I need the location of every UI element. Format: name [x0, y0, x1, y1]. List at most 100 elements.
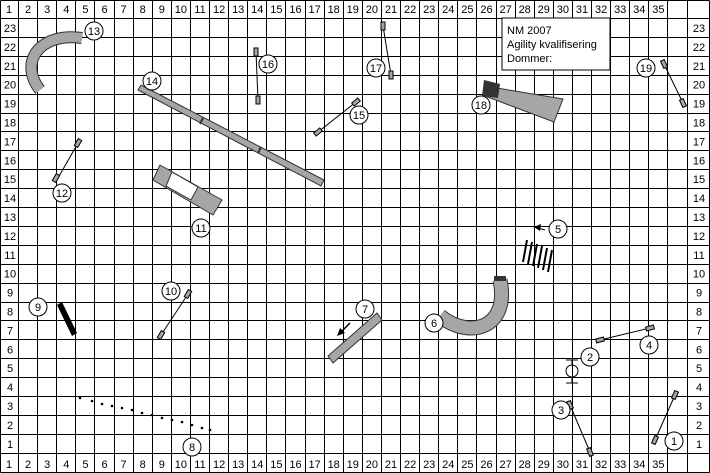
row-label-right: 17 [693, 136, 705, 148]
column-label-bottom: 22 [404, 459, 416, 471]
column-label-bottom: 23 [423, 459, 435, 471]
badge-circle [142, 71, 162, 91]
column-label-bottom: 24 [442, 459, 454, 471]
badge-number: 11 [195, 223, 206, 235]
column-label-bottom: 26 [480, 459, 492, 471]
column-label-top: 19 [347, 4, 359, 16]
column-label-top: 22 [404, 4, 416, 16]
row-label-right: 22 [693, 42, 705, 54]
long-jump-dot [200, 426, 204, 430]
course-info-box: NM 2007 Agility kvalifisering Dommer: [501, 17, 611, 71]
row-label-right: 7 [696, 325, 702, 337]
obstacle-badge-11: 11 [191, 218, 211, 238]
row-label-left: 19 [4, 99, 16, 111]
obstacle-6-tunnel [435, 276, 509, 336]
long-jump-dot [170, 418, 174, 422]
column-label-bottom: 27 [499, 459, 511, 471]
column-label-top: 31 [576, 4, 588, 16]
row-label-right: 3 [696, 401, 702, 413]
column-label-bottom: 32 [595, 459, 607, 471]
column-label-top: 6 [101, 4, 107, 16]
long-jump-dot [180, 420, 184, 424]
column-label-top: 17 [308, 4, 320, 16]
column-label-bottom: 6 [101, 459, 107, 471]
badge-circle [551, 400, 571, 420]
column-label-bottom: 29 [538, 459, 550, 471]
column-label-bottom: 15 [270, 459, 282, 471]
badge-circle [636, 58, 656, 78]
column-label-top: 24 [442, 4, 454, 16]
column-label-bottom: 25 [461, 459, 473, 471]
column-label-top: 33 [614, 4, 626, 16]
column-label-top: 30 [557, 4, 569, 16]
row-label-left: 6 [7, 344, 13, 356]
obstacle-jumps [51, 21, 688, 458]
column-label-bottom: 31 [576, 459, 588, 471]
long-jump-dot [140, 411, 144, 415]
column-label-top: 3 [44, 4, 50, 16]
row-label-right: 18 [693, 118, 705, 130]
column-label-bottom: 13 [232, 459, 244, 471]
row-label-left: 13 [4, 212, 16, 224]
badge-number: 2 [587, 352, 593, 364]
row-label-right: 8 [696, 307, 702, 319]
row-label-left: 12 [4, 231, 16, 243]
row-label-left: 1 [7, 439, 13, 451]
column-label-top: 7 [121, 4, 127, 16]
row-label-left: 2 [7, 420, 13, 432]
badge-number: 16 [262, 59, 274, 71]
row-label-left: 8 [7, 307, 13, 319]
long-jump-dot [150, 413, 154, 417]
column-label-top: 34 [633, 4, 645, 16]
obstacle-badge-8: 8 [182, 437, 202, 457]
badge-circle [349, 105, 369, 125]
obstacle-badge-6: 6 [424, 313, 444, 333]
badge-number: 7 [362, 304, 368, 316]
column-label-top: 15 [270, 4, 282, 16]
row-label-right: 11 [693, 250, 704, 262]
column-label-top: 1 [6, 4, 12, 16]
row-label-left: 15 [4, 174, 16, 186]
obstacle-badge-2: 2 [580, 347, 600, 367]
obstacle-badge-18: 18 [471, 95, 491, 115]
obstacle-8-dots [78, 396, 212, 432]
column-label-top: 16 [289, 4, 301, 16]
row-label-left: 5 [7, 363, 13, 375]
badge-number: 5 [555, 224, 561, 236]
badge-number: 17 [370, 63, 382, 75]
column-label-top: 23 [423, 4, 435, 16]
obstacle-13-tunnel [25, 31, 83, 94]
row-label-left: 22 [4, 42, 16, 54]
row-label-left: 4 [7, 382, 13, 394]
info-title: NM 2007 [507, 25, 552, 37]
column-label-top: 25 [461, 4, 473, 16]
badge-circle [52, 183, 72, 203]
row-label-left: 23 [4, 23, 16, 35]
obstacle-badge-5: 5 [548, 219, 568, 239]
column-label-bottom: 19 [347, 459, 359, 471]
column-label-top: 2 [25, 4, 31, 16]
column-label-top: 26 [480, 4, 492, 16]
column-label-top: 5 [82, 4, 88, 16]
column-label-top: 20 [366, 4, 378, 16]
column-label-bottom: 3 [44, 459, 50, 471]
column-label-bottom: 35 [652, 459, 664, 471]
info-subtitle: Agility kvalifisering [507, 39, 597, 51]
row-label-right: 19 [693, 99, 705, 111]
column-label-top: 12 [213, 4, 225, 16]
column-label-bottom: 34 [633, 459, 645, 471]
column-label-top: 18 [328, 4, 340, 16]
badge-circle [84, 21, 104, 41]
row-label-right: 6 [696, 344, 702, 356]
row-label-left: 14 [4, 193, 16, 205]
obstacle-badge-17: 17 [366, 58, 386, 78]
badge-number: 12 [56, 188, 68, 200]
row-label-right: 12 [693, 231, 705, 243]
obstacle-badge-9: 9 [28, 297, 48, 317]
column-label-bottom: 20 [366, 459, 378, 471]
column-label-top: 10 [175, 4, 187, 16]
